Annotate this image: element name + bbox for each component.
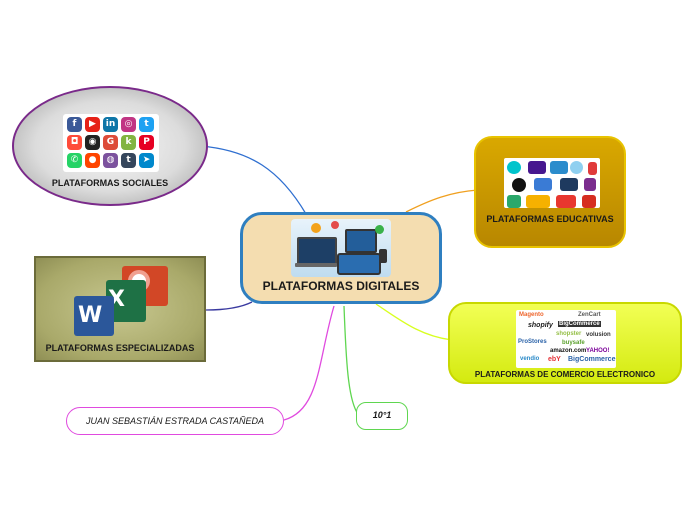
grade-label: 10°1 bbox=[372, 410, 392, 420]
central-topic-node[interactable]: PLATAFORMAS DIGITALES bbox=[240, 212, 442, 304]
connector-comercio bbox=[375, 303, 453, 341]
connector-especializadas bbox=[205, 301, 253, 311]
grade-node[interactable]: 10°1 bbox=[356, 402, 408, 430]
connector-grade bbox=[343, 305, 359, 415]
connector-educativas bbox=[405, 189, 479, 213]
author-name: JUAN SEBASTIÁN ESTRADA CASTAÑEDA bbox=[85, 416, 265, 426]
ecommerce-logos-image: Magento ZenCart shopify BigCommerce shop… bbox=[516, 310, 616, 368]
connector-author bbox=[283, 305, 335, 421]
office-apps-logos-image: X W bbox=[72, 264, 172, 338]
node-plataformas-sociales[interactable]: f ▶ in ◎ t ◘ ◉ G k P ✆ ● ◍ t ➤ PLATAFORM… bbox=[12, 86, 208, 206]
social-media-logos-image: f ▶ in ◎ t ◘ ◉ G k P ✆ ● ◍ t ➤ bbox=[63, 114, 159, 172]
author-node[interactable]: JUAN SEBASTIÁN ESTRADA CASTAÑEDA bbox=[66, 407, 284, 435]
node-especializadas-label: PLATAFORMAS ESPECIALIZADAS bbox=[45, 343, 195, 353]
central-topic-title: PLATAFORMAS DIGITALES bbox=[262, 279, 420, 293]
digital-devices-image bbox=[291, 219, 391, 277]
node-plataformas-especializadas[interactable]: X W PLATAFORMAS ESPECIALIZADAS bbox=[34, 256, 206, 362]
node-sociales-label: PLATAFORMAS SOCIALES bbox=[51, 178, 169, 188]
node-plataformas-educativas[interactable]: PLATAFORMAS EDUCATIVAS bbox=[474, 136, 626, 248]
educational-apps-logos-image bbox=[504, 158, 600, 208]
node-plataformas-comercio-electronico[interactable]: Magento ZenCart shopify BigCommerce shop… bbox=[448, 302, 682, 384]
node-educativas-label: PLATAFORMAS EDUCATIVAS bbox=[486, 214, 614, 224]
node-comercio-label: PLATAFORMAS DE COMERCIO ELECTRONICO bbox=[474, 370, 656, 379]
connector-sociales bbox=[199, 145, 307, 215]
